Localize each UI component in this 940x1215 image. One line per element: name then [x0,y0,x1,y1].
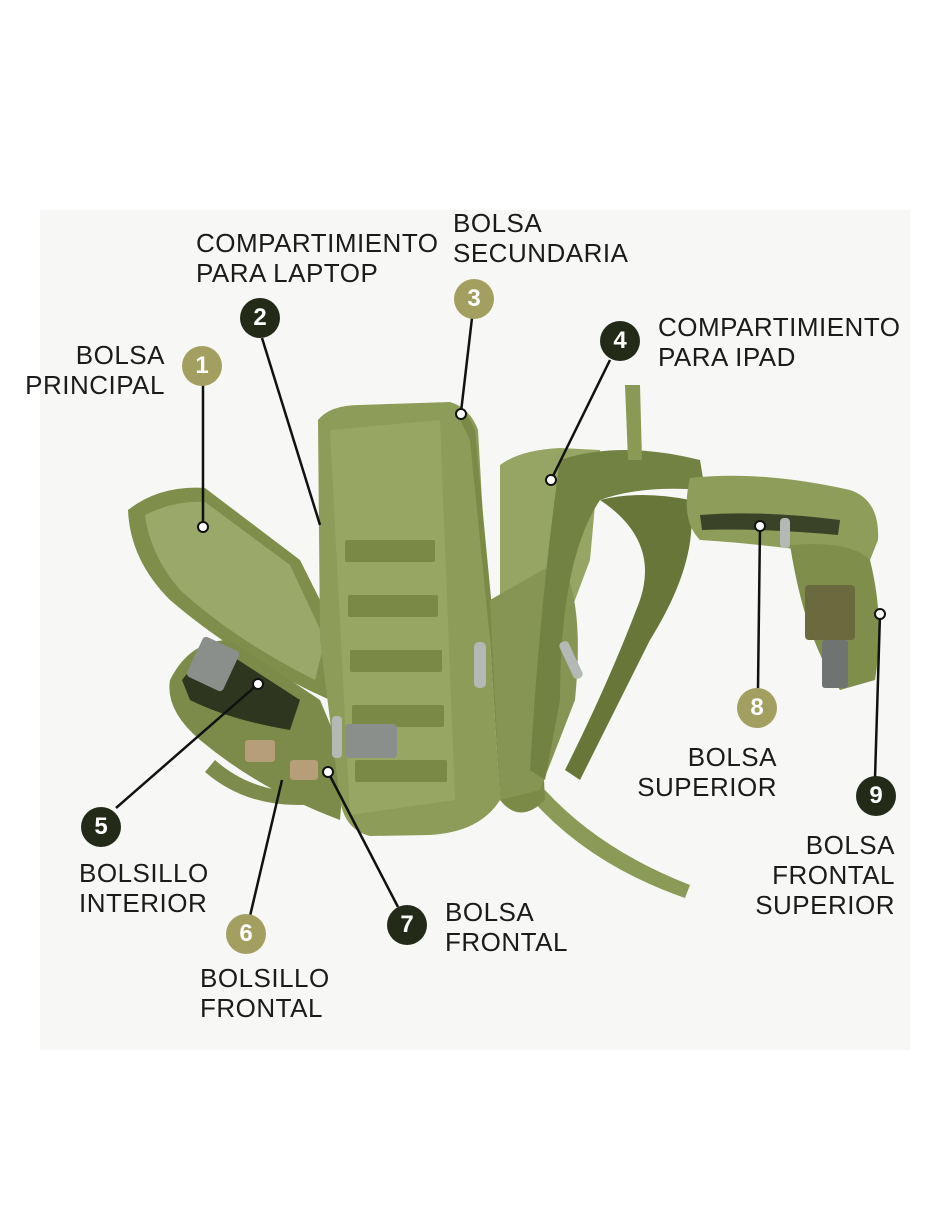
callout-3-line-1: BOLSA [453,208,543,238]
callout-badge-1: 1 [182,346,222,386]
zipper-pull-2 [332,716,342,758]
callout-4-line-2: PARA IPAD [658,342,796,372]
callout-9-line-3: SUPERIOR [755,890,895,920]
anchor-dots [197,408,886,778]
velcro-tab-2 [290,760,318,780]
callout-label-8: BOLSA SUPERIOR [637,742,777,802]
patch-panel [805,585,855,640]
callout-badge-9: 9 [856,776,896,816]
callout-8-line-1: BOLSA [687,742,777,772]
callout-6-line-2: FRONTAL [200,993,323,1023]
callout-9-line-1: BOLSA [805,830,895,860]
callout-6-line-1: BOLSILLO [200,963,330,993]
callout-badge-6: 6 [226,914,266,954]
side-buckle [345,724,397,758]
main-flap-lining [145,501,325,680]
callout-5-line-1: BOLSILLO [79,858,209,888]
shoulder-strap-right [565,495,692,780]
callout-1-line-1: BOLSA [75,340,165,370]
callout-badge-7: 7 [387,905,427,945]
shoulder-strap-left [530,450,705,780]
zipper-pull [474,642,486,688]
zipper-pull-3 [559,641,583,679]
strap-tab [625,385,642,460]
callout-badge-4: 4 [600,321,640,361]
callout-4-line-1: COMPARTIMIENTO [658,312,901,342]
molle-webbing [345,540,447,782]
callout-label-6: BOLSILLO FRONTAL [200,963,330,1023]
callout-label-9: BOLSA FRONTAL SUPERIOR [755,830,895,920]
callout-label-1: BOLSA PRINCIPAL [25,340,165,400]
velcro-tab [245,740,275,762]
callout-badge-3: 3 [454,279,494,319]
callout-label-3: BOLSA SECUNDARIA [453,208,628,268]
leader-lines [115,317,882,917]
front-buckle [186,636,240,692]
callout-7-line-1: BOLSA [445,897,535,927]
callout-badge-8: 8 [737,688,777,728]
callout-3-line-2: SECUNDARIA [453,238,629,268]
zipper-pull-4 [780,518,790,548]
buckle-top [822,640,848,688]
callout-badge-2: 2 [240,298,280,338]
callout-7-line-2: FRONTAL [445,927,568,957]
callout-2-line-1: COMPARTIMIENTO [196,228,439,258]
callout-badge-5: 5 [81,807,121,847]
bottom-strap [532,790,690,898]
callout-5-line-2: INTERIOR [79,888,208,918]
callout-8-line-2: SUPERIOR [637,772,777,802]
callout-label-4: COMPARTIMIENTO PARA IPAD [658,312,900,372]
callout-1-line-2: PRINCIPAL [25,370,165,400]
callout-2-line-2: PARA LAPTOP [196,258,379,288]
callout-label-2: COMPARTIMIENTO PARA LAPTOP [196,228,438,288]
callout-9-line-2: FRONTAL [772,860,895,890]
top-pocket-zip-opening [700,513,840,535]
callout-label-5: BOLSILLO INTERIOR [79,858,209,918]
callout-label-7: BOLSA FRONTAL [445,897,568,957]
